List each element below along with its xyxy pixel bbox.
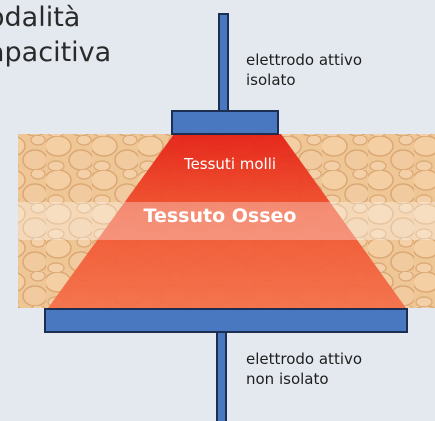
- bottom-electrode-rod: [216, 331, 227, 421]
- top-electrode: [171, 110, 279, 135]
- electric-field: [48, 134, 406, 308]
- top-electrode-label: elettrodo attivo isolato: [246, 51, 363, 89]
- top-electrode-rod: [218, 13, 229, 113]
- title-line-2: apacitiva: [0, 37, 112, 68]
- page-title: odalità apacitiva: [0, 0, 111, 70]
- bottom-electrode-label: elettrodo attivo non isolato: [246, 350, 363, 388]
- title-line-1: odalità: [0, 2, 81, 33]
- bone-tissue-label: Tessuto Osseo: [143, 205, 297, 227]
- soft-tissue-label: Tessuti molli: [183, 155, 277, 173]
- bone-band: [18, 202, 435, 240]
- bottom-electrode: [44, 308, 408, 333]
